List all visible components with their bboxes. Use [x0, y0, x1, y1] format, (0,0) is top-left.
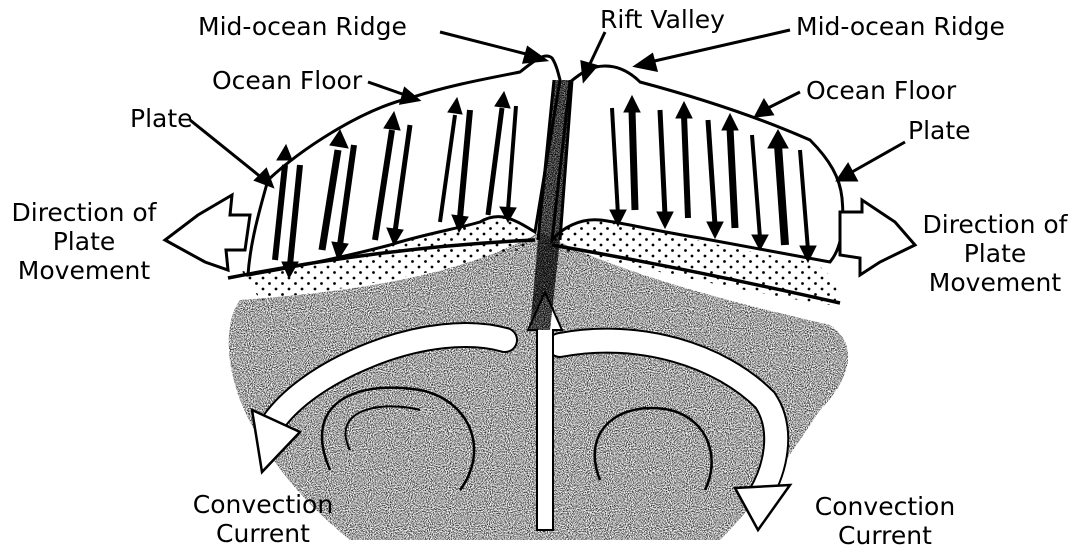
direction-left-line-3: Movement: [4, 256, 164, 285]
convection-left-line-2: Current: [178, 519, 348, 548]
convection-left-line-1: Convection: [178, 490, 348, 519]
plate-right-label: Plate: [908, 116, 971, 145]
direction-left-line-2: Plate: [4, 227, 164, 256]
direction-right-line-2: Plate: [915, 239, 1075, 268]
rift-valley-label: Rift Valley: [600, 5, 725, 34]
mid-ocean-ridge-right-label: Mid-ocean Ridge: [796, 12, 1005, 41]
direction-left-label: Direction of Plate Movement: [4, 198, 164, 285]
direction-right-arrow: [840, 200, 915, 275]
direction-right-label: Direction of Plate Movement: [915, 210, 1075, 297]
ocean-floor-right-label: Ocean Floor: [806, 76, 956, 105]
convection-right-label: Convection Current: [800, 492, 970, 550]
plate-left-label: Plate: [130, 104, 193, 133]
convection-right-line-1: Convection: [800, 492, 970, 521]
convection-right-line-2: Current: [800, 521, 970, 550]
ocean-floor-left-label: Ocean Floor: [212, 66, 362, 95]
convection-left-label: Convection Current: [178, 490, 348, 548]
direction-right-line-3: Movement: [915, 268, 1075, 297]
direction-right-line-1: Direction of: [915, 210, 1075, 239]
direction-left-line-1: Direction of: [4, 198, 164, 227]
mid-ocean-ridge-left-label: Mid-ocean Ridge: [198, 12, 407, 41]
direction-left-arrow: [165, 195, 250, 270]
